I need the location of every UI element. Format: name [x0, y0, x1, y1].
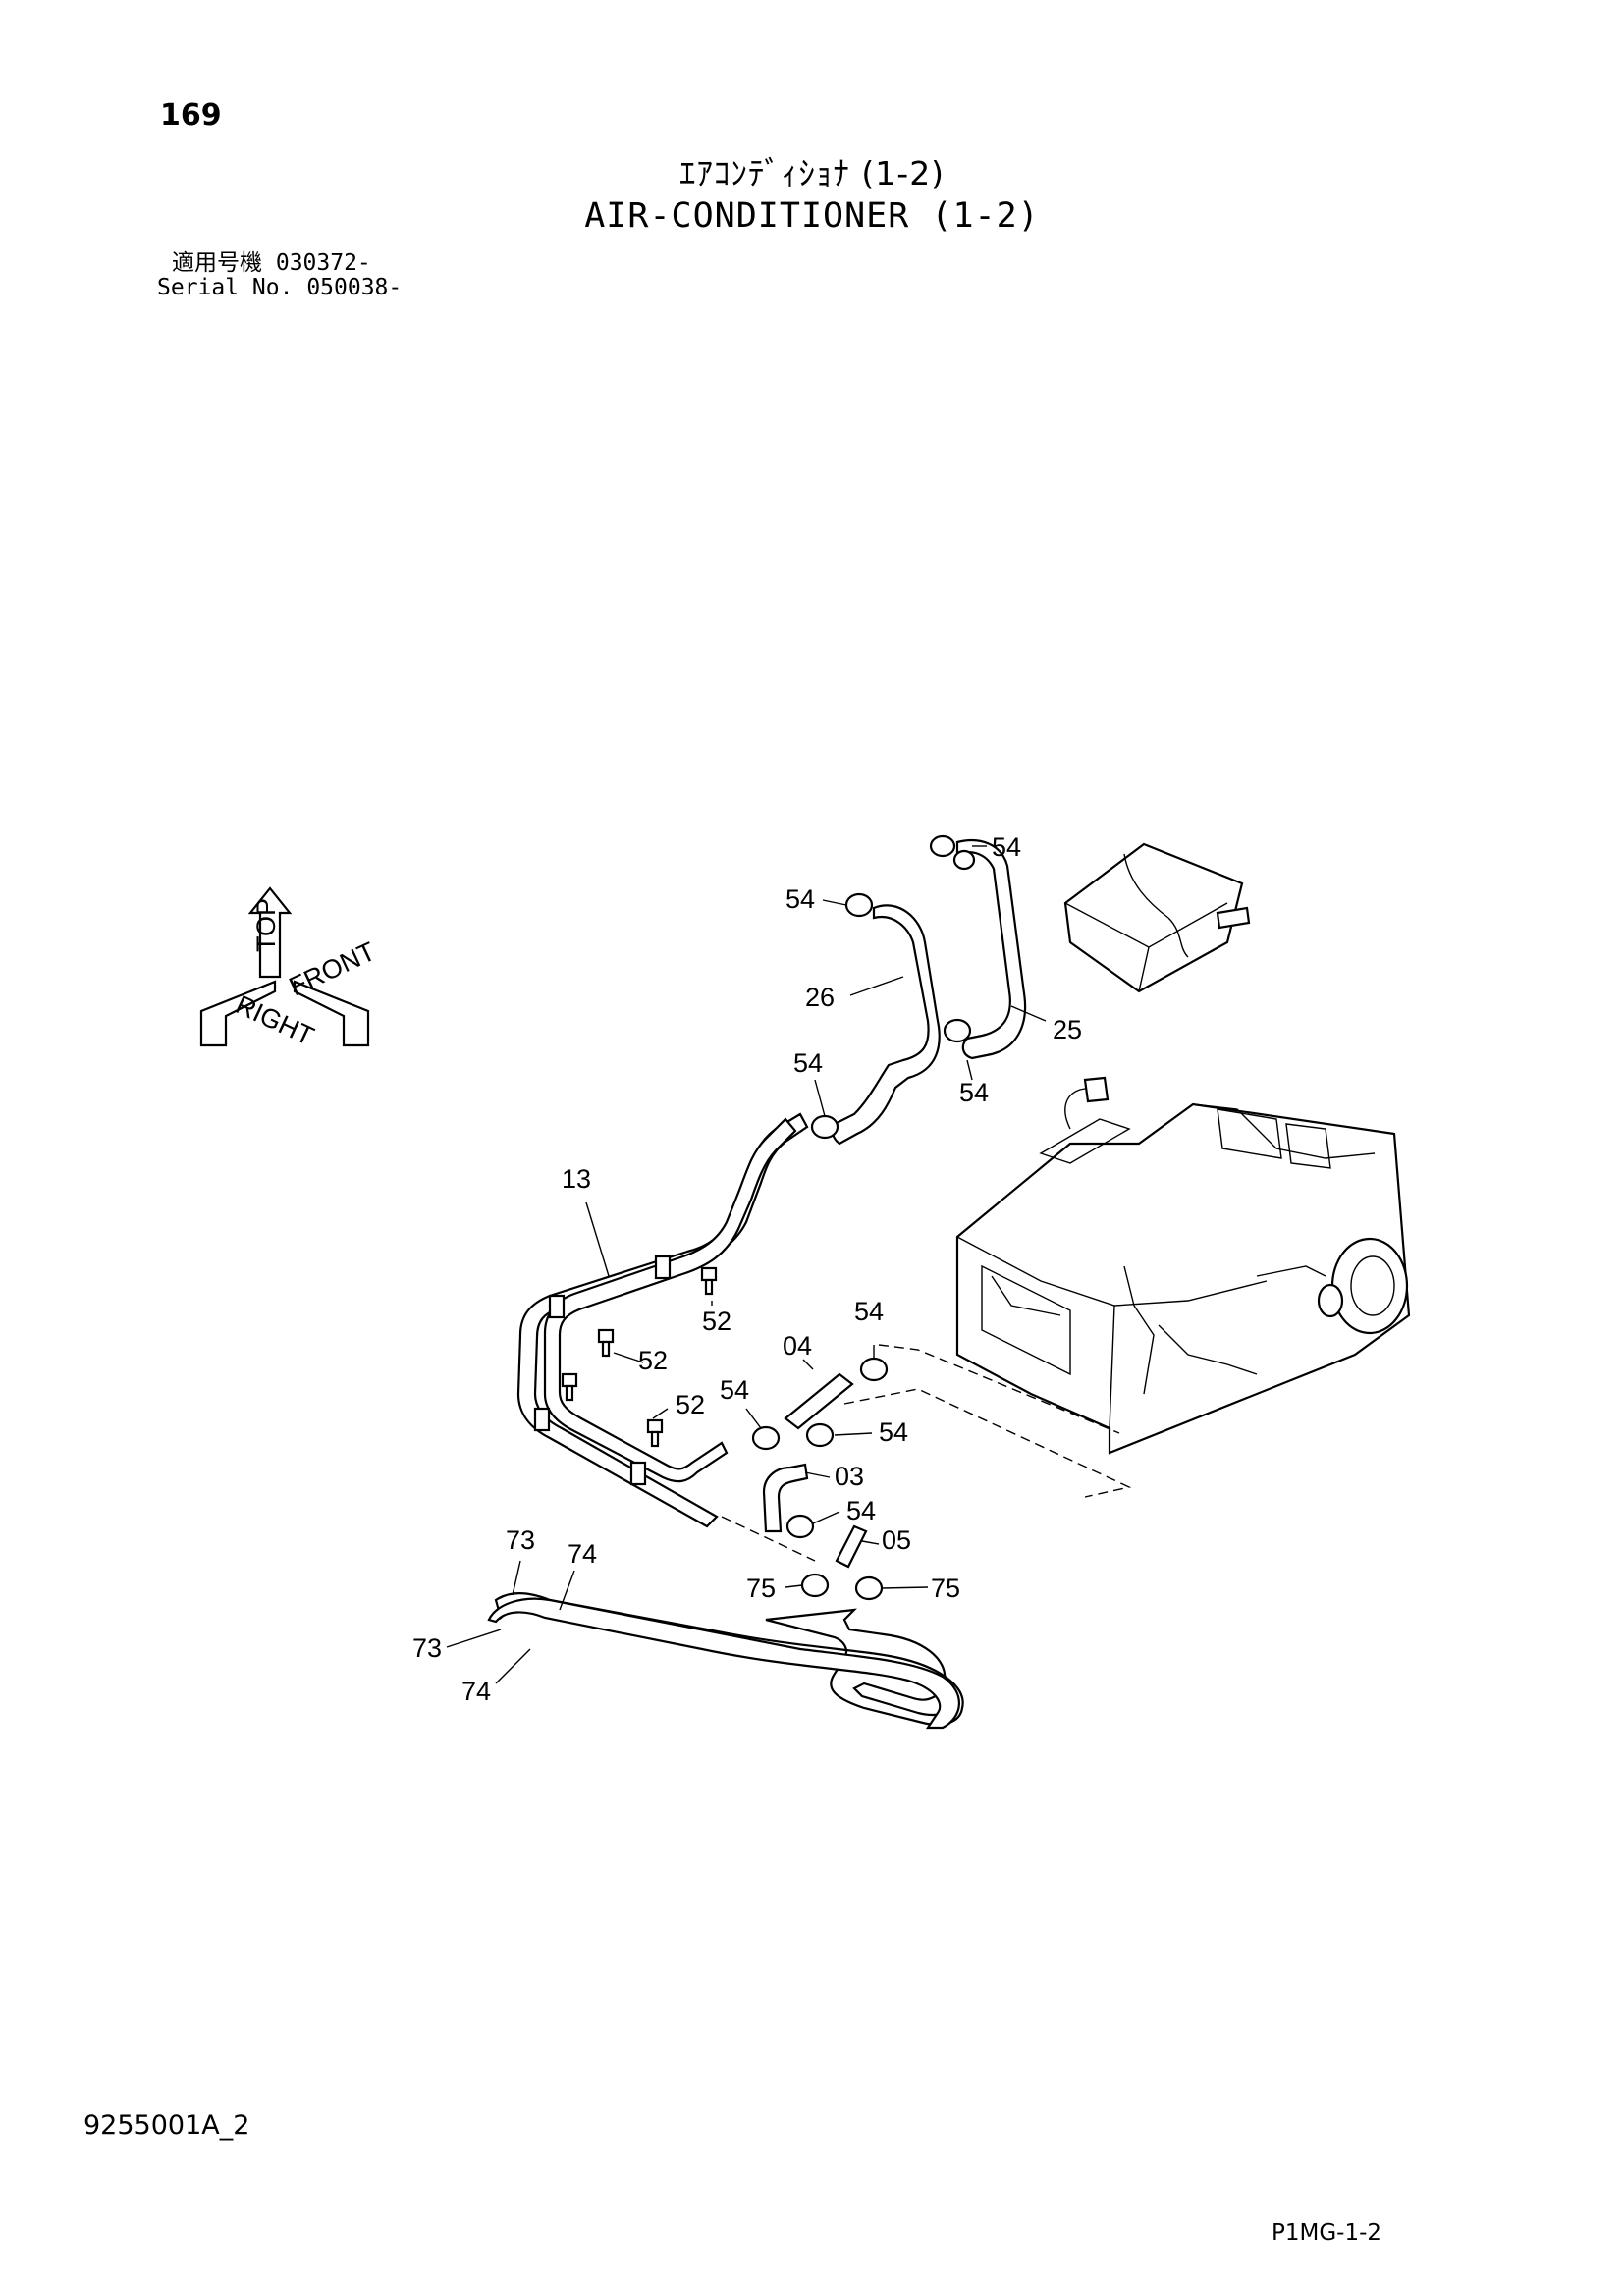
callout-54-04-right: 54	[879, 1417, 908, 1447]
bolt-52-b	[597, 1328, 615, 1358]
pipe-13-secondary	[543, 1117, 797, 1483]
callout-54-04-left: 54	[720, 1375, 749, 1405]
page-number: 169	[160, 98, 222, 133]
hose-04	[784, 1372, 854, 1430]
callout-54-04-top: 54	[854, 1297, 884, 1326]
pipe-bracket-4	[629, 1461, 647, 1486]
callout-52-a: 52	[702, 1307, 731, 1336]
clamp-54-top	[929, 834, 976, 871]
hose-03	[762, 1463, 809, 1533]
callout-74-top: 74	[568, 1539, 597, 1569]
callout-25: 25	[1053, 1015, 1082, 1044]
orientation-label-front: FRONT	[285, 936, 380, 1001]
serial-line-en: Serial No. 050038-	[157, 275, 403, 300]
air-conditioner-unit-drawing	[955, 1076, 1411, 1455]
clamp-54-right	[943, 1018, 972, 1043]
leader-lines	[446, 845, 1047, 1684]
pipe-05	[835, 1524, 868, 1569]
clamp-54-03	[785, 1514, 815, 1539]
clamp-54-mid	[810, 1114, 839, 1140]
clamp-75-right	[854, 1575, 884, 1601]
connection-dash-lower	[843, 1388, 1132, 1498]
sheet-reference: P1MG-1-2	[1272, 2220, 1382, 2246]
hose-73-74-bundle-lower	[487, 1597, 960, 1730]
callout-54-top: 54	[992, 832, 1021, 862]
callout-75-left: 75	[746, 1574, 776, 1603]
callout-54-03: 54	[846, 1496, 876, 1525]
pipe-bracket-3	[533, 1407, 551, 1432]
callout-54-right: 54	[959, 1078, 989, 1107]
callout-03: 03	[835, 1462, 864, 1491]
callout-13: 13	[562, 1164, 591, 1194]
callout-05: 05	[882, 1525, 911, 1555]
clamp-75-left	[800, 1573, 830, 1598]
clamp-54-upper-left	[844, 892, 874, 918]
hose-26	[831, 904, 941, 1146]
title-japanese: ｴｱｺﾝﾃﾞｨｼｮﾅ (1-2)	[678, 154, 946, 192]
document-code: 9255001A_2	[83, 2110, 250, 2141]
bolt-52-a	[700, 1266, 718, 1296]
clamp-54-04-top	[859, 1357, 889, 1382]
control-unit-drawing	[1063, 842, 1251, 993]
callout-52-c: 52	[676, 1390, 705, 1419]
bolt-52-c	[561, 1372, 578, 1402]
callout-73-bottom: 73	[412, 1633, 442, 1663]
connection-dash-hose	[721, 1516, 816, 1562]
pipe-bracket-1	[548, 1294, 566, 1319]
hose-25	[955, 838, 1027, 1060]
callout-75-right: 75	[931, 1574, 960, 1603]
orientation-label-right: RIGHT	[231, 989, 318, 1051]
callout-26: 26	[805, 983, 835, 1012]
title-english: AIR-CONDITIONER (1-2)	[584, 196, 1040, 236]
callout-04: 04	[783, 1331, 812, 1361]
clamp-54-04-left	[751, 1425, 781, 1451]
bolt-52-d	[646, 1418, 664, 1448]
clamp-54-04-right	[805, 1422, 835, 1448]
pipe-bracket-2	[654, 1255, 672, 1280]
callout-54-mid: 54	[793, 1048, 823, 1078]
callout-73-top: 73	[506, 1525, 535, 1555]
serial-line-jp: 適用号機 030372-	[172, 250, 371, 276]
callout-52-b: 52	[638, 1346, 668, 1375]
orientation-icon: TOP RIGHT FRONT	[199, 886, 380, 1051]
callout-74-bottom: 74	[461, 1677, 491, 1706]
orientation-label-top: TOP	[251, 898, 281, 952]
connection-dash-upper	[878, 1344, 1120, 1434]
callout-54-upper-left: 54	[785, 884, 815, 914]
